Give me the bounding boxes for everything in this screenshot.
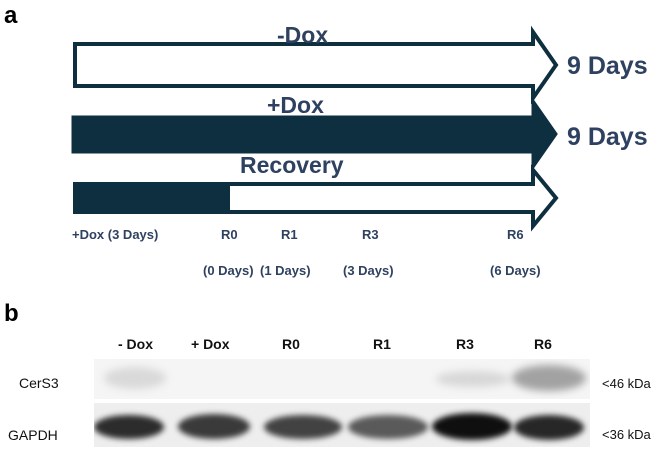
- gapdh-band-r3: [432, 413, 512, 440]
- gapdh-band-plus-dox: [178, 414, 250, 439]
- row-label-gapdh: GAPDH: [8, 427, 58, 443]
- timepoint-r0-days: (0 Days): [203, 263, 254, 278]
- lane-label-minus-dox: - Dox: [118, 336, 153, 352]
- gapdh-band-r1: [348, 415, 428, 439]
- cers3-band-r6: [512, 365, 586, 391]
- timepoint-r6-days: (6 Days): [490, 263, 541, 278]
- recovery-label: Recovery: [240, 152, 344, 178]
- gapdh-blot: [94, 403, 590, 447]
- timepoint-r1: R1: [281, 227, 298, 242]
- marker-36-kda: <36 kDa: [602, 427, 651, 442]
- lane-label-r3: R3: [456, 336, 474, 352]
- plus-dox-arrow: [71, 96, 558, 172]
- plus-dox-duration: 9 Days: [567, 123, 648, 151]
- gapdh-band-r6: [514, 415, 584, 440]
- marker-46-kda: <46 kDa: [602, 376, 651, 391]
- lane-label-plus-dox: + Dox: [191, 336, 230, 352]
- timepoint-r0: R0: [221, 227, 238, 242]
- lane-label-r6: R6: [534, 336, 552, 352]
- row-label-cers3: CerS3: [19, 375, 59, 391]
- cers3-band-r3: [436, 371, 510, 387]
- plus-dox-label: +Dox: [267, 92, 324, 118]
- cers3-band-minus-dox: [104, 367, 166, 389]
- panel-b-label: b: [4, 300, 19, 327]
- lane-label-r0: R0: [282, 336, 300, 352]
- lane-label-r1: R1: [373, 336, 391, 352]
- minus-dox-label: -Dox: [277, 22, 329, 48]
- timepoint-r6: R6: [507, 227, 524, 242]
- cers3-blot: [94, 359, 590, 399]
- gapdh-band-r0: [264, 415, 342, 439]
- minus-dox-duration: 9 Days: [567, 52, 648, 80]
- minus-dox-arrow: [73, 25, 559, 105]
- timepoint-r1-days: (1 Days): [260, 263, 311, 278]
- gapdh-band-minus-dox: [94, 415, 164, 439]
- pretreatment-label: +Dox (3 Days): [72, 227, 159, 242]
- timepoint-r3: R3: [362, 227, 379, 242]
- dox-pretreatment-segment: [75, 184, 230, 212]
- panel-a-label: a: [4, 2, 18, 29]
- timepoint-r3-days: (3 Days): [343, 263, 394, 278]
